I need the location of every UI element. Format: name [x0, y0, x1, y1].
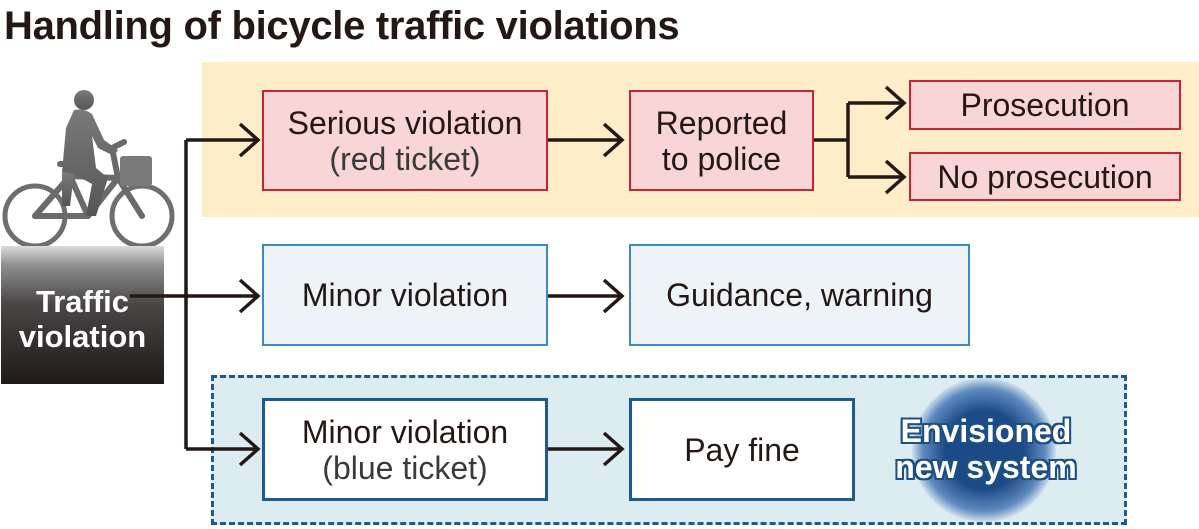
- arrow-icon: [602, 431, 625, 467]
- serious-line2: (red ticket): [329, 140, 481, 177]
- arrow-icon: [602, 278, 625, 314]
- arrow-icon: [238, 122, 261, 158]
- serious-violation-box: Serious violation (red ticket): [262, 90, 548, 191]
- reported-line2: to police: [661, 140, 782, 177]
- arrow-icon: [238, 431, 261, 467]
- reported-to-police-box: Reported to police: [629, 90, 814, 191]
- prosecution-label: Prosecution: [960, 87, 1130, 123]
- guidance-label: Guidance, warning: [666, 277, 933, 313]
- pay-fine-box: Pay fine: [629, 398, 855, 501]
- minor-violation-box: Minor violation: [262, 244, 548, 346]
- no-prosecution-label: No prosecution: [937, 158, 1153, 195]
- minor-label: Minor violation: [301, 277, 509, 313]
- badge-line1: Envisioned: [900, 412, 1072, 449]
- prosecution-box: Prosecution: [909, 80, 1181, 130]
- serious-line1: Serious violation: [287, 104, 523, 141]
- reported-fork: [814, 101, 904, 179]
- badge-line2: new system: [895, 448, 1077, 485]
- envisioned-new-system-badge: Envisioned new system: [884, 376, 1088, 521]
- arrow-icon: [884, 85, 907, 121]
- arrow-icon: [602, 122, 625, 158]
- source-line2: violation: [18, 319, 147, 354]
- minor-blue-line1: Minor violation: [301, 413, 509, 450]
- arrow-icon: [238, 278, 261, 314]
- badge-glow: [912, 378, 1056, 522]
- minor-blue-line2: (blue ticket): [322, 449, 488, 486]
- page-title: Handling of bicycle traffic violations: [4, 4, 680, 48]
- source-line1: Traffic: [35, 284, 130, 319]
- pay-fine-label: Pay fine: [684, 431, 800, 468]
- traffic-violation-source: Traffic violation: [1, 246, 164, 384]
- arrow-icon: [884, 159, 907, 195]
- reported-line1: Reported: [655, 104, 788, 141]
- guidance-warning-box: Guidance, warning: [629, 244, 970, 346]
- minor-violation-blue-box: Minor violation (blue ticket): [262, 398, 548, 501]
- no-prosecution-box: No prosecution: [909, 152, 1181, 201]
